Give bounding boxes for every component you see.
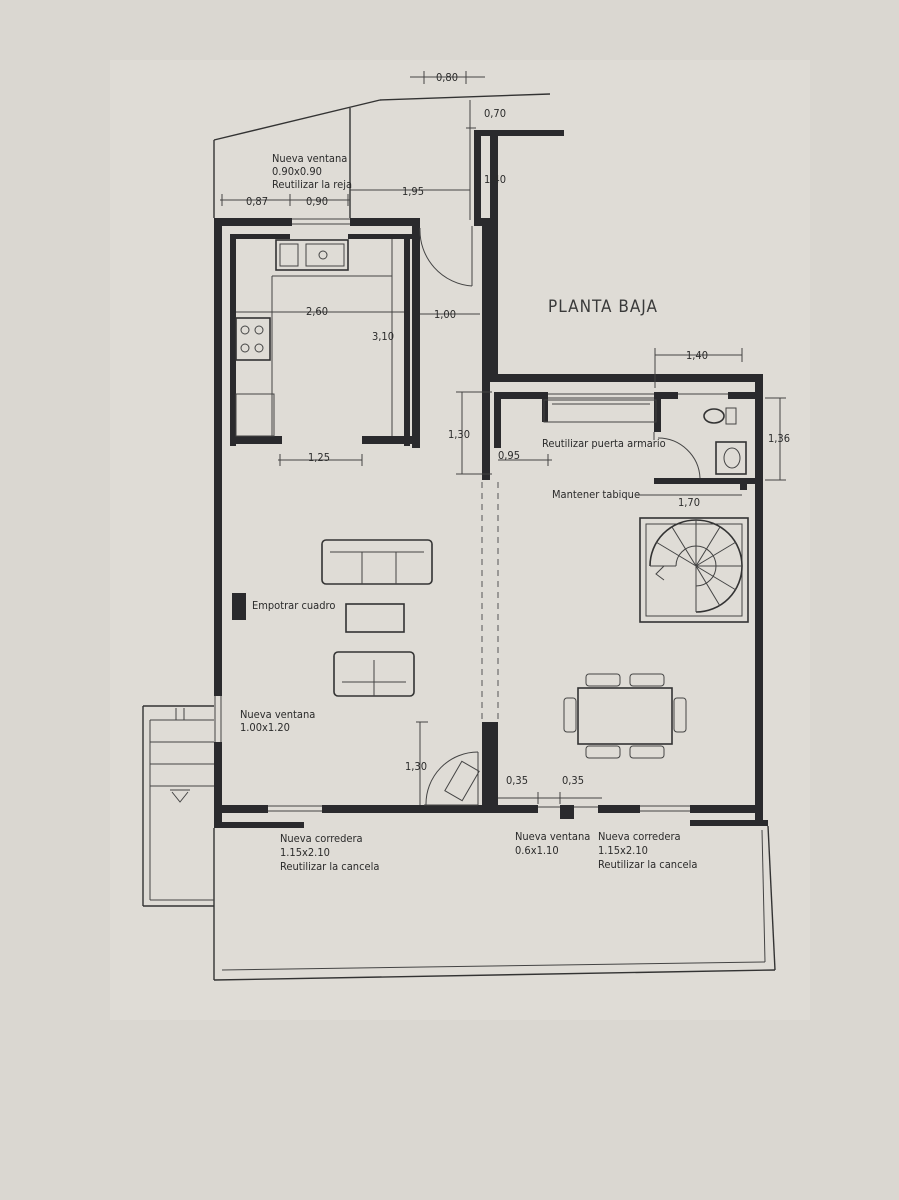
dim-label: 0,80	[436, 71, 458, 84]
dim-label: 0,87	[246, 195, 268, 208]
washbasin-icon	[715, 441, 747, 475]
note-panel: Empotrar cuadro	[252, 599, 335, 612]
sofa-icon	[321, 539, 433, 585]
dim-label: 1,36	[768, 432, 790, 445]
thin-lines	[142, 93, 776, 981]
dimension-lines	[220, 71, 786, 805]
spiral-staircase-icon	[639, 517, 749, 623]
kitchen-fixtures	[235, 239, 392, 437]
dim-label: 1,95	[402, 185, 424, 198]
note-window-top-size: 0.90x0.90	[272, 165, 322, 178]
dim-label: 3,10	[372, 330, 394, 343]
door-swings	[419, 226, 701, 806]
living-furniture	[321, 539, 433, 697]
labels: PLANTA BAJA 0,80 0,70 1,40 0,87 0,90 1,9…	[240, 71, 790, 873]
coffee-table-icon	[345, 603, 405, 633]
note-window-bottom: Nueva ventana	[515, 830, 590, 843]
stove-icon	[235, 317, 271, 361]
sink-icon	[275, 239, 349, 271]
note-keep-partition: Mantener tabique	[552, 488, 640, 501]
dim-label: 0,95	[498, 449, 520, 462]
note-slide-2-gate: Reutilizar la cancela	[598, 858, 697, 871]
dim-label: 0,90	[306, 195, 328, 208]
walls	[214, 130, 768, 828]
dim-label: 2,60	[306, 305, 328, 318]
dim-label: 1,25	[308, 451, 330, 464]
note-window-left-size: 1.00x1.20	[240, 721, 290, 734]
bathroom-fixtures	[703, 407, 747, 475]
dim-label: 1,30	[448, 428, 470, 441]
note-window-left: Nueva ventana	[240, 708, 315, 721]
note-slide-1: Nueva corredera	[280, 832, 363, 845]
dim-label: 1,00	[434, 308, 456, 321]
dining-table-icon	[563, 673, 687, 759]
note-slide-1-size: 1.15x2.10	[280, 846, 330, 859]
note-window-top-grille: Reutilizar la reja	[272, 178, 352, 191]
note-window-bottom-size: 0.6x1.10	[515, 844, 559, 857]
note-closet-door: Reutilizar puerta armario	[542, 437, 666, 450]
note-slide-1-gate: Reutilizar la cancela	[280, 860, 379, 873]
dim-label: 0,70	[484, 107, 506, 120]
toilet-icon	[703, 408, 725, 424]
dim-label: 1,70	[678, 496, 700, 509]
dim-label: 1,40	[686, 349, 708, 362]
note-window-top: Nueva ventana	[272, 152, 347, 165]
note-slide-2: Nueva corredera	[598, 830, 681, 843]
appliance-icon	[235, 393, 275, 437]
dim-label: 0,35	[506, 774, 528, 787]
plan-title: PLANTA BAJA	[548, 297, 658, 317]
dim-label: 0,35	[562, 774, 584, 787]
dim-label: 1,40	[484, 173, 506, 186]
dim-label: 1,30	[405, 760, 427, 773]
note-slide-2-size: 1.15x2.10	[598, 844, 648, 857]
